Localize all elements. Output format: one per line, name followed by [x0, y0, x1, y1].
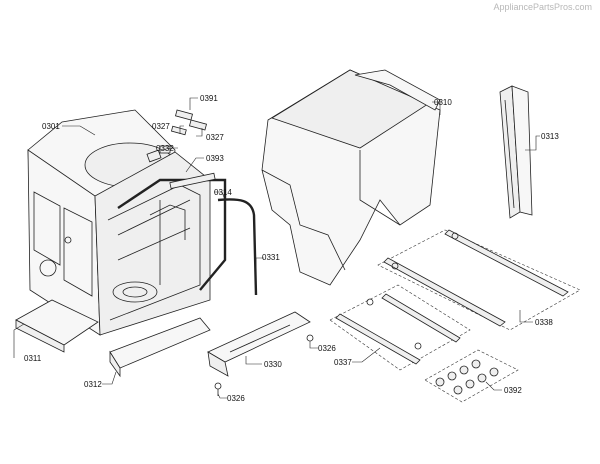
- side-trim-strip: [499, 85, 533, 219]
- rack-rollers: [424, 349, 519, 403]
- insulation-blanket: [261, 69, 441, 286]
- label-0327-right: 0327: [206, 133, 224, 142]
- label-0326-right: 0326: [318, 344, 336, 353]
- leader-lines: [13, 97, 540, 399]
- label-0330: 0330: [264, 360, 282, 369]
- watermark: AppliancePartsPros.com: [493, 2, 592, 12]
- lower-rails: [329, 284, 471, 371]
- label-0393: 0393: [206, 154, 224, 163]
- upper-rails: [377, 229, 581, 331]
- label-0327-left: 0327: [152, 122, 170, 131]
- door-seal: [117, 172, 227, 291]
- base-panels: [15, 299, 211, 378]
- label-0392: 0392: [504, 386, 522, 395]
- label-0332: 0332: [156, 144, 174, 153]
- label-0313: 0313: [541, 132, 559, 141]
- part-labels: 0301 0391 0327 0327 0332 0393 0314 0310 …: [24, 94, 559, 403]
- label-0301: 0301: [42, 122, 60, 131]
- hinge-brackets: [146, 109, 207, 163]
- base-tray: [207, 311, 314, 396]
- label-0326-bottom: 0326: [227, 394, 245, 403]
- tub-frame: [27, 109, 211, 336]
- label-0310: 0310: [434, 98, 452, 107]
- label-0331: 0331: [262, 253, 280, 262]
- label-0391: 0391: [200, 94, 218, 103]
- label-0312: 0312: [84, 380, 102, 389]
- side-gasket: [217, 198, 258, 296]
- label-0338: 0338: [535, 318, 553, 327]
- label-0337: 0337: [334, 358, 352, 367]
- label-0314: 0314: [214, 188, 232, 197]
- label-0311: 0311: [24, 354, 42, 363]
